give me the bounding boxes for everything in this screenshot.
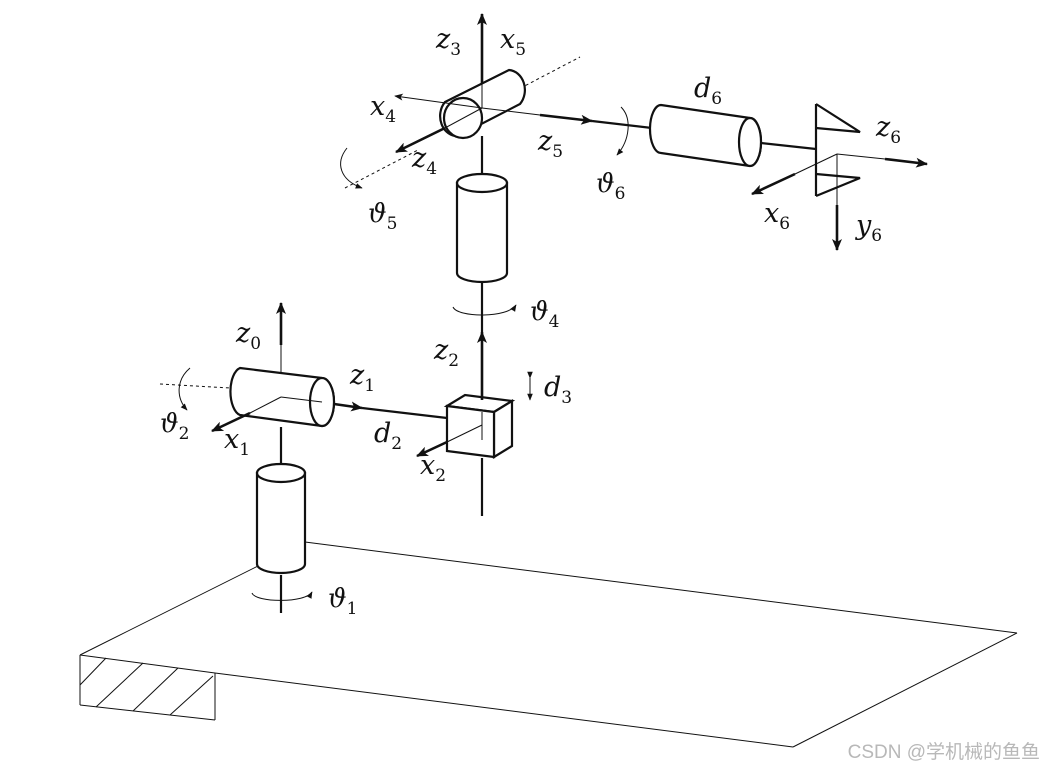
axis-z4-dashed-upper xyxy=(514,56,581,92)
axis-x1-arrow xyxy=(211,411,251,433)
label-z6: z6 xyxy=(875,112,901,148)
rotation-arrow-theta5 xyxy=(340,147,363,189)
axis-z4-dashed-lower xyxy=(344,149,419,189)
axis-x2-arrow xyxy=(416,440,448,458)
axis-z6-inside xyxy=(836,153,886,160)
label-z2: z2 xyxy=(433,335,459,371)
label-x1: x1 xyxy=(224,424,250,460)
label-z0: z0 xyxy=(235,318,261,354)
base-table xyxy=(79,541,1018,748)
axis-x4-arrow xyxy=(394,93,483,109)
axis-z4-arrow xyxy=(395,126,446,154)
label-z3: z3 xyxy=(435,24,461,60)
axis-x6-arrow xyxy=(751,172,796,196)
joint2-axis-dashed xyxy=(159,383,231,389)
label-theta6: ϑ6 xyxy=(596,169,625,204)
label-z1: z1 xyxy=(349,360,375,396)
rotation-arrow-theta2 xyxy=(178,367,191,411)
axis-z5-arrow xyxy=(539,113,593,125)
label-d3: d3 xyxy=(544,372,572,408)
label-d2: d2 xyxy=(374,418,402,454)
gripper xyxy=(814,103,861,198)
axis-x6-inside xyxy=(794,153,838,175)
rotation-arrow-theta1 xyxy=(251,591,313,601)
label-x2: x2 xyxy=(420,450,446,486)
label-theta5: ϑ5 xyxy=(368,199,397,234)
label-theta2: ϑ2 xyxy=(160,409,189,444)
axis-x2-inside xyxy=(446,424,483,443)
label-z4: z4 xyxy=(411,143,437,179)
label-theta4: ϑ4 xyxy=(530,297,559,332)
label-theta1: ϑ1 xyxy=(328,584,357,619)
label-d6: d6 xyxy=(694,73,722,109)
axis-z4-inside xyxy=(444,107,483,129)
link-d2 xyxy=(361,406,448,420)
axis-z6-arrow xyxy=(884,157,928,168)
joint4-cylinder xyxy=(455,172,509,284)
joint1-cylinder xyxy=(255,462,307,575)
label-y6: y6 xyxy=(855,210,882,246)
label-z5: z5 xyxy=(537,126,563,162)
joint6-cylinder xyxy=(648,103,763,168)
link-d6 xyxy=(760,141,817,151)
rotation-arrow-theta6 xyxy=(616,106,629,156)
axis-z5-inside xyxy=(481,107,541,116)
axis-x1-inside xyxy=(249,396,282,414)
watermark: CSDN @学机械的鱼鱼 xyxy=(848,741,1040,763)
axis-z1-arrow xyxy=(333,401,363,412)
axis-z1-inside xyxy=(280,396,323,403)
rotation-arrow-theta4 xyxy=(452,304,517,316)
label-x5: x5 xyxy=(500,24,526,60)
label-x6: x6 xyxy=(764,198,790,234)
table-hatch xyxy=(79,657,214,716)
link-z5 xyxy=(591,119,653,130)
label-x4: x4 xyxy=(370,91,396,127)
